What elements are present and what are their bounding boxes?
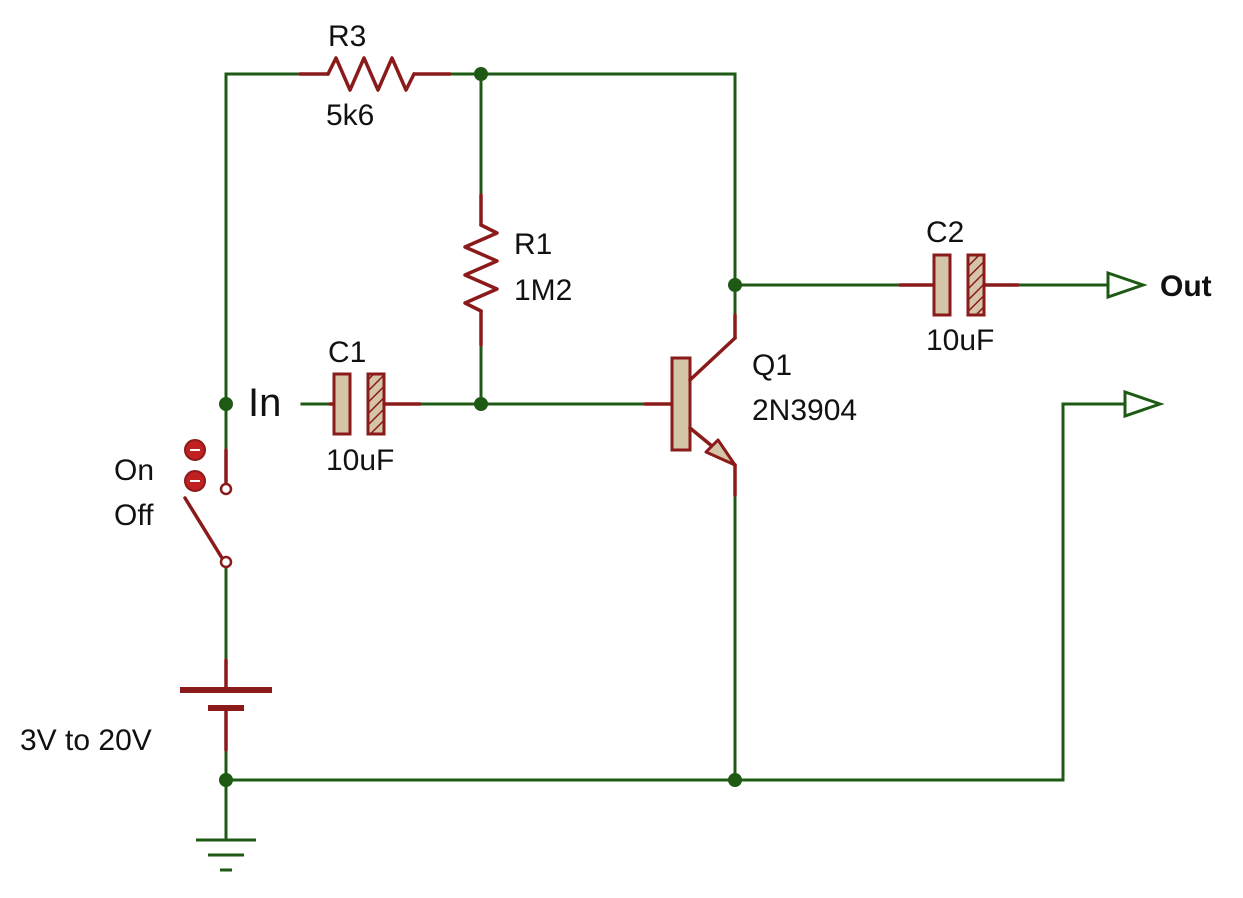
switch-off-label: Off xyxy=(114,499,154,532)
wires xyxy=(224,72,1127,842)
output-port[interactable]: Out xyxy=(1106,270,1212,303)
switch-on-label: On xyxy=(114,454,154,487)
ground-output-port[interactable] xyxy=(1123,389,1165,419)
r1-ref-label: R1 xyxy=(514,228,552,261)
c1-ref-label: C1 xyxy=(328,336,366,369)
battery-label: 3V to 20V xyxy=(20,724,152,757)
junction-dot xyxy=(728,773,742,787)
junction-dot xyxy=(219,397,233,411)
input-port-label: In xyxy=(248,381,281,425)
junction-dot xyxy=(219,773,233,787)
r1-value-label: 1M2 xyxy=(514,274,572,307)
ground-output-arrow-icon xyxy=(1123,389,1165,419)
power-switch[interactable]: On Off xyxy=(114,439,233,569)
c2-value-label: 10uF xyxy=(926,324,994,357)
output-arrow-icon xyxy=(1106,270,1148,300)
transistor-q1[interactable]: Q1 2N3904 xyxy=(643,313,857,497)
r3-ref-label: R3 xyxy=(328,20,366,53)
q1-value-label: 2N3904 xyxy=(752,394,857,427)
junctions xyxy=(219,67,742,787)
c2-ref-label: C2 xyxy=(926,216,964,249)
q1-ref-label: Q1 xyxy=(752,349,792,382)
junction-dot xyxy=(474,67,488,81)
resistor-r1[interactable]: R1 1M2 xyxy=(463,193,572,347)
resistor-r3[interactable]: R3 5k6 xyxy=(298,20,452,132)
r3-value-label: 5k6 xyxy=(326,99,374,132)
capacitor-c2[interactable]: C2 10uF xyxy=(898,216,1020,357)
switch-indicator-icon xyxy=(184,439,206,492)
capacitor-c1[interactable]: C1 10uF xyxy=(326,336,422,477)
c1-value-label: 10uF xyxy=(326,444,394,477)
junction-dot xyxy=(474,397,488,411)
ground-icon xyxy=(196,838,256,872)
battery[interactable]: 3V to 20V xyxy=(20,658,272,757)
emitter-arrow-icon xyxy=(704,438,737,467)
output-port-label: Out xyxy=(1160,270,1212,303)
junction-dot xyxy=(728,278,742,292)
